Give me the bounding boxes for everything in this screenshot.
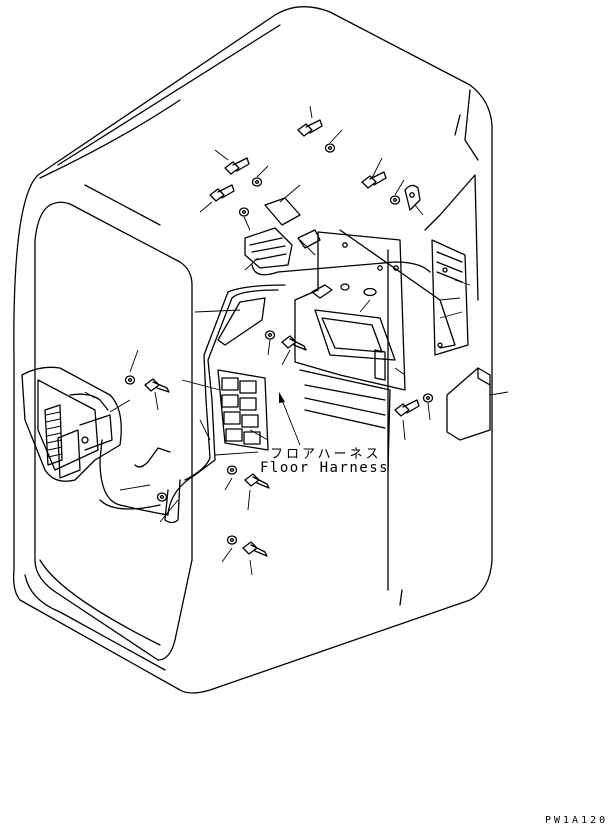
- bolt: [144, 378, 170, 393]
- bolt: [297, 119, 323, 137]
- washers: [124, 143, 434, 545]
- bolt: [394, 399, 420, 417]
- console-bracket: [294, 229, 456, 471]
- left-console: [21, 366, 122, 482]
- bolt: [224, 157, 250, 175]
- bolt: [244, 473, 270, 489]
- top-connector: [244, 197, 321, 269]
- bolt: [209, 184, 235, 202]
- floor-harness-label-japanese: フロアハーネス: [270, 447, 382, 462]
- bolts: [144, 119, 420, 557]
- clamp: [404, 184, 421, 211]
- bolt: [281, 335, 307, 351]
- cover-plate: [446, 367, 491, 441]
- right-panel: [431, 239, 469, 356]
- relay-cluster: [217, 369, 269, 451]
- bolt: [242, 541, 268, 557]
- cab-frame: [12, 6, 493, 694]
- floor-harness-label-english: Floor Harness: [260, 460, 390, 476]
- bolt: [361, 171, 387, 189]
- drawing-code: PW1A120: [545, 815, 609, 826]
- leader-lines: [84, 105, 509, 576]
